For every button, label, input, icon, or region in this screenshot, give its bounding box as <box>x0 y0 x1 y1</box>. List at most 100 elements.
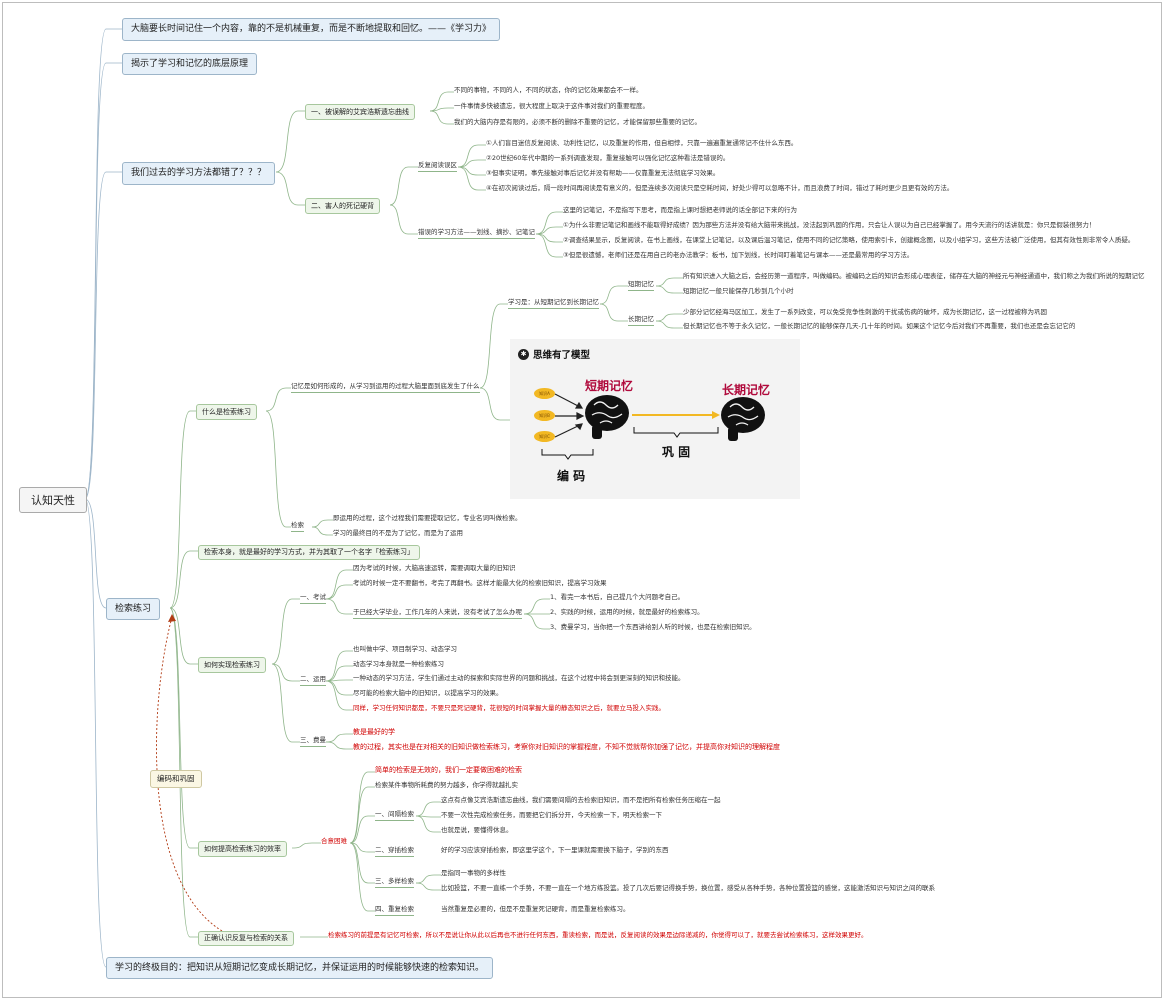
retrieve-item-2: 学习的最终目的不是为了记忆，而是为了运用 <box>333 530 463 537</box>
principle-node[interactable]: 揭示了学习和记忆的底层原理 <box>122 53 257 75</box>
retrieve-link <box>312 527 333 535</box>
quote-node[interactable]: 大脑要长时间记住一个内容，靠的不是机械重复，而是不断地提取和回忆。——《学习力》 <box>122 18 500 41</box>
long-term-label: 长期记忆 <box>628 316 654 326</box>
exam-item-1: 因为考试的时候，大脑高速运转，需要调取大量的旧知识 <box>353 565 516 572</box>
root-link <box>85 172 122 499</box>
long-link <box>656 321 683 328</box>
relation-desc: 检索练习的前提是有记忆可检索，所以不是说让你从此以后再也不进行任何东西，重读检索… <box>328 932 868 939</box>
apply-link <box>326 681 353 695</box>
graduated-item-1: 1、看完一本书后，自己提几个大问题考自己。 <box>550 594 684 601</box>
difficulty-link <box>350 843 375 911</box>
learning-link <box>600 304 628 321</box>
retrieve-label: 检索 <box>291 522 304 532</box>
long-link <box>656 314 683 321</box>
exam-item-2: 考试的时候一定不要翻书，考完了再翻书。这样才能最大化的检索旧知识，提高学习效果 <box>353 580 607 587</box>
retrieval-link <box>170 411 196 608</box>
difficulty-link <box>350 843 375 883</box>
repeat-link <box>458 145 486 167</box>
encode-consolidate-node[interactable]: 编码和巩固 <box>150 770 202 788</box>
retrieval-practice-node[interactable]: 检索练习 <box>106 598 160 620</box>
varied-label: 三、多样检索 <box>375 878 414 888</box>
how-node[interactable]: 如何实现检索练习 <box>198 657 266 673</box>
apply-link <box>326 681 353 710</box>
teach-link <box>326 734 353 742</box>
notes-item-3: ③但是很遗憾，老师们还是在用自己的老办法教学：板书，加下划线，长时间盯着笔记与课… <box>563 252 913 259</box>
repeat-reading-label: 反复阅读误区 <box>418 162 457 172</box>
goal-node[interactable]: 学习的终极目的：把知识从短期记忆变成长期记忆，并保证运用的时候能够快速的检索知识… <box>106 957 493 979</box>
teach-desc: 教的过程，其实也是在对相关的旧知识做检索练习，考察你对旧知识的掌握程度，不知不觉… <box>353 744 780 751</box>
retrieval-link <box>170 608 198 848</box>
improve-link <box>292 843 321 848</box>
spaced-item-1: 这点有点像艾宾浩斯遗忘曲线，我们需要间隔的去检索旧知识，而不是把所有检索任务压缩… <box>441 797 721 804</box>
retrieve-link <box>312 520 333 527</box>
difficulty-label: 合意困难 <box>321 838 347 845</box>
varied-link <box>416 883 441 890</box>
memory-model-image: ✱ 思维有了模型 短期记忆 长期记忆 巩 固 编 码 知识A 知识B 知识C <box>510 339 800 499</box>
graduated-link <box>524 599 550 614</box>
root-link <box>85 499 106 967</box>
interleave-desc: 好的学习应该穿插检索，即这里学这个，下一里课就需要换下脑子，学别的东西 <box>441 847 669 854</box>
effort-note: 检索某件事物所耗费的努力越多，你学得就越扎实 <box>375 782 518 789</box>
memory-link <box>480 388 510 420</box>
feedback-arrowhead <box>168 614 176 622</box>
short-link <box>656 278 683 286</box>
long-item-2: 但长期记忆也不等于永久记忆，一般长期记忆的能够保存几天-几十年的时间。如果这个记… <box>683 323 1075 330</box>
curve-link <box>430 108 454 111</box>
repeat-link <box>458 167 486 190</box>
repeat-item-1: ①人们盲目迷信反复阅读、功利性记忆，以及重复的作用，但自相悖，只靠一遍遍重复通常… <box>486 140 797 147</box>
short-item-2: 短期记忆一般只能保存几秒到几个小时 <box>683 288 794 295</box>
wrong-link <box>276 172 305 205</box>
what-link <box>266 388 291 411</box>
curve-item-3: 我们的大脑内存是有限的，必须不断的删除不重要的记忆，才能保留那些重要的记忆。 <box>454 119 701 126</box>
input-arrows <box>555 394 583 437</box>
curve-item-2: 一件事情多快被遗忘，很大程度上取决于这件事对我们的重要程度。 <box>454 103 649 110</box>
what-is-retrieval-node[interactable]: 什么是检索练习 <box>196 404 257 420</box>
wrong-methods-node[interactable]: 我们过去的学习方法都错了？？？ <box>122 162 275 185</box>
long-item-1: 少部分记忆经海马区加工，发生了一系列改变，可以免受竞争性刺激的干扰或伤病的破坏，… <box>683 309 1047 316</box>
apply-item-3: 一种动态的学习方法，学生们通过主动的探索和实际世界的问题和挑战，在这个过程中将会… <box>353 675 685 682</box>
short-link <box>656 286 683 293</box>
best-method-node[interactable]: 检索本身，就是最好的学习方式，并为其取了一个名字「检索练习」 <box>198 545 420 560</box>
notes-item-0: 这里的记笔记，不是指写下思考，而是指上课时想把老师说的话全部记下来的行为 <box>563 207 797 214</box>
rote-link <box>390 205 418 234</box>
root-link <box>85 29 122 499</box>
exam-link <box>326 585 353 599</box>
relation-node[interactable]: 正确认识反复与检索的关系 <box>198 931 294 946</box>
repeat-item-2: ②20世纪60年代中期的一系列调查发现，重复接触可以强化记忆这种看法是错误的。 <box>486 155 729 162</box>
rote-node[interactable]: 二、害人的死记硬背 <box>305 198 380 214</box>
teach-link <box>326 742 353 749</box>
root-link <box>85 499 106 608</box>
retrieve-item-1: 即运用的过程，这个过程我们需要提取记忆，专业名词叫做检索。 <box>333 515 522 522</box>
wrong-link <box>276 111 305 172</box>
spaced-item-2: 不要一次性完成检索任务，而要把它们拆分开，今天检索一下，明天检索一下 <box>441 812 662 819</box>
notes-item-1: ①为什么非要记笔记和画线不能取得好成绩？因为那些方法并没有给大脑带来挑战，没法起… <box>563 222 1095 229</box>
apply-label: 二、运用 <box>300 676 326 686</box>
spaced-item-3: 也就是说，要懂得休息。 <box>441 827 513 834</box>
brain-long-icon <box>721 397 765 441</box>
short-term-label: 短期记忆 <box>628 281 654 291</box>
memory-formation-label: 记忆是如何形成的，从学习到运用的过程大脑里面到底发生了什么 <box>291 383 480 393</box>
varied-item-1: 是指同一事物的多样性 <box>441 870 506 877</box>
notes-item-2: ②调查结果显示，反复阅读，在书上画线，在课堂上记笔记，以及课后温习笔记，使用不同… <box>563 237 1134 244</box>
what-link <box>266 411 291 527</box>
root-node[interactable]: 认知天性 <box>19 487 87 513</box>
consolidate-arrow <box>632 411 720 419</box>
repeat-item-3: ③但事实证明，事先接触对事后记忆并没有帮助——仅靠重复无法彻底学习效果。 <box>486 170 719 177</box>
curve-node[interactable]: 一、被误解的艾宾浩斯遗忘曲线 <box>305 104 415 120</box>
apply-link <box>326 666 353 681</box>
how-link <box>272 664 300 742</box>
varied-item-2: 比如投篮，不要一直练一个手势，不要一直在一个地方练投篮。投了几次后要记得换手势，… <box>441 885 935 892</box>
difficulty-link <box>350 772 375 843</box>
model-drawing <box>510 339 800 499</box>
spaced-link <box>416 816 441 832</box>
apply-item-5: 同样，学习任何知识都是，不要只是死记硬背，花很短的时间掌握大量的静态知识之后，就… <box>353 705 665 712</box>
graduated-link <box>524 614 550 629</box>
exam-link <box>326 570 353 599</box>
interleave-label: 二、穿插检索 <box>375 847 414 857</box>
root-link <box>85 63 122 499</box>
apply-item-4: 尽可能的检索大脑中的旧知识，以提高学习的效果。 <box>353 690 503 697</box>
apply-item-2: 动态学习本身就是一种检索练习 <box>353 661 444 668</box>
learning-label: 学习是：从短期记忆到长期记忆 <box>508 299 599 309</box>
improve-node[interactable]: 如何提高检索练习的效率 <box>198 841 287 857</box>
spaced-label: 一、间隔检索 <box>375 811 414 821</box>
